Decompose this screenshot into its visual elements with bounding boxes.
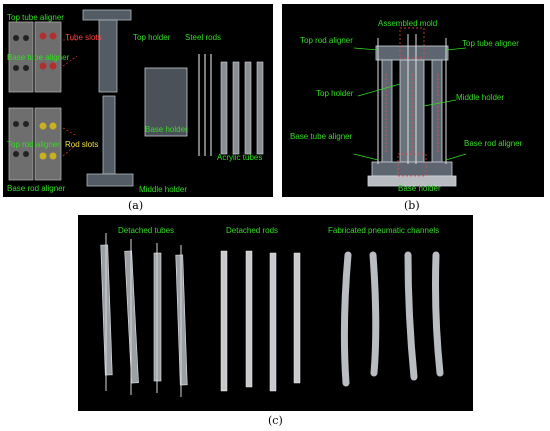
- panel-a-photo: Top tube aligner Tube slots Top holder S…: [3, 4, 273, 197]
- aligner-plate-2: [34, 21, 62, 93]
- label-a-top-rod-aligner: Top rod aligner: [7, 140, 60, 149]
- label-a-acrylic-tubes: Acrylic tubes: [217, 153, 263, 162]
- label-a-steel-rods: Steel rods: [185, 33, 222, 42]
- aligner-plate-4: [34, 107, 62, 181]
- label-b-base-tube-aligner: Base tube aligner: [290, 132, 353, 141]
- panel-c-photo: Detached tubes Detached rods Fabricated …: [78, 215, 473, 411]
- aligner-plate-3: [8, 107, 34, 181]
- label-b-base-rod-aligner: Base rod aligner: [464, 139, 523, 148]
- label-c-detached-rods: Detached rods: [226, 226, 279, 235]
- caption-b: (b): [404, 199, 420, 212]
- panel-b-photo: Assembled mold Top rod aligner Top tube …: [282, 4, 544, 197]
- label-a-base-tube-aligner: Base tube aligner: [7, 53, 70, 62]
- label-b-assembled-mold: Assembled mold: [378, 19, 438, 28]
- panel-b-illustration: [353, 27, 467, 187]
- label-a-tube-slots: Tube slots: [65, 33, 102, 42]
- caption-a: (a): [128, 199, 144, 212]
- label-b-top-rod-aligner: Top rod aligner: [300, 36, 353, 45]
- label-a-top-holder: Top holder: [133, 33, 171, 42]
- aligner-plate-1: [8, 21, 34, 93]
- label-b-top-tube-aligner: Top tube aligner: [462, 39, 519, 48]
- panel-c-illustration: [100, 233, 444, 397]
- label-b-middle-holder: Middle holder: [456, 93, 505, 102]
- label-c-fabricated-channels: Fabricated pneumatic channels: [328, 226, 440, 235]
- label-a-middle-holder: Middle holder: [139, 185, 188, 194]
- label-b-top-holder: Top holder: [316, 89, 354, 98]
- base-holder-box: [144, 67, 188, 137]
- label-a-rod-slots: Rod slots: [65, 140, 99, 149]
- label-c-detached-tubes: Detached tubes: [118, 226, 175, 235]
- panel-a-illustration: [8, 9, 264, 187]
- label-a-top-tube-aligner: Top tube aligner: [7, 13, 64, 22]
- label-b-base-holder: Base holder: [398, 184, 441, 193]
- label-a-base-holder: Base holder: [145, 125, 188, 134]
- caption-c: (c): [268, 414, 283, 427]
- label-a-base-rod-aligner: Base rod aligner: [7, 184, 66, 193]
